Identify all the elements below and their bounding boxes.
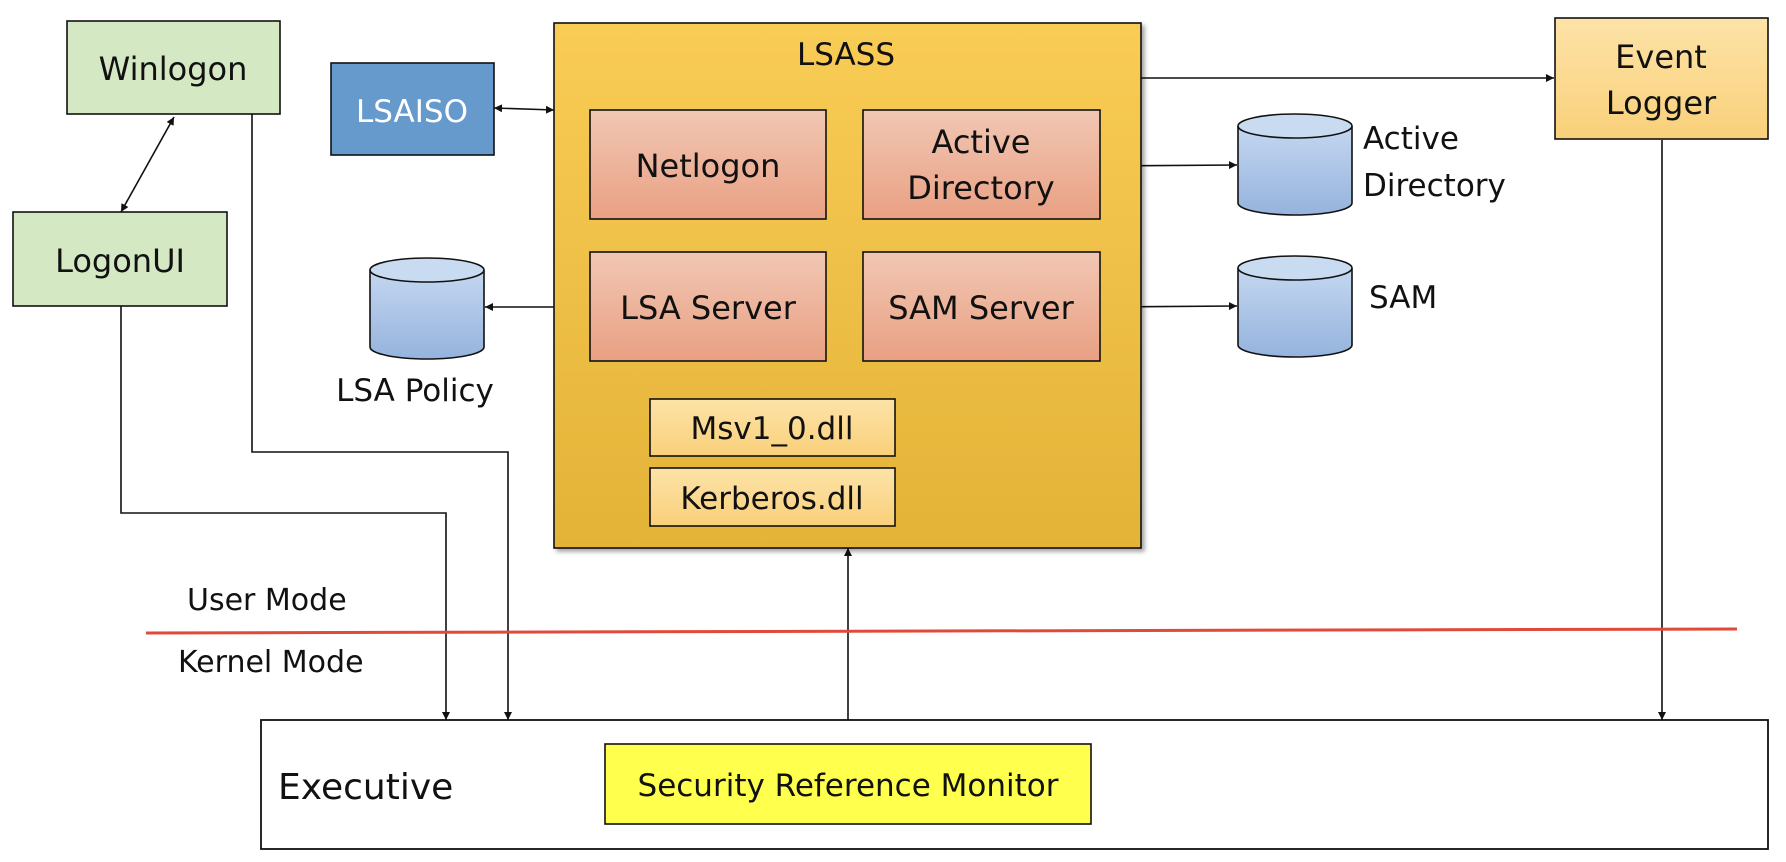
sam-server-box: SAM Server	[862, 251, 1101, 362]
security-reference-monitor-box: Security Reference Monitor	[604, 743, 1092, 825]
connector-winlogon-executive	[251, 114, 512, 720]
connector-logonui-executive	[120, 306, 450, 720]
event-logger-label-line1: Event	[1615, 38, 1707, 76]
lsaiso-label: LSAISO	[356, 94, 468, 130]
security-reference-monitor-label: Security Reference Monitor	[638, 768, 1059, 804]
lsa-policy-label: LSA Policy	[336, 373, 494, 409]
active-directory-service-box: Active Directory	[862, 109, 1101, 220]
user-kernel-divider	[145, 627, 1738, 635]
logonui-box: LogonUI	[12, 211, 228, 307]
event-logger-box: Event Logger	[1554, 17, 1769, 140]
executive-label: Executive	[278, 767, 453, 808]
active-directory-store-label-line2: Directory	[1363, 168, 1506, 204]
event-logger-label-line2: Logger	[1606, 84, 1717, 122]
kernel-mode-label: Kernel Mode	[178, 645, 364, 680]
msv1-0-dll-label: Msv1_0.dll	[691, 411, 854, 447]
logonui-label: LogonUI	[55, 242, 185, 280]
sam-store: SAM	[1237, 255, 1437, 358]
msv1-0-dll-box: Msv1_0.dll	[649, 398, 896, 457]
winlogon-label: Winlogon	[99, 50, 248, 88]
active-directory-service-label-line1: Active	[932, 123, 1031, 161]
connector-winlogon-logonui	[120, 116, 175, 213]
user-mode-label: User Mode	[187, 583, 347, 618]
lsa-server-label: LSA Server	[620, 289, 797, 327]
sam-store-label: SAM	[1369, 280, 1437, 316]
lsa-policy-store: LSA Policy	[336, 257, 494, 409]
lsass-label: LSASS	[797, 37, 895, 73]
winlogon-box: Winlogon	[66, 20, 281, 115]
active-directory-store-label-line1: Active	[1363, 121, 1459, 157]
sam-server-label: SAM Server	[888, 289, 1074, 327]
connector-lsaiso-lsass	[493, 104, 555, 114]
kerberos-dll-box: Kerberos.dll	[649, 467, 896, 527]
kerberos-dll-label: Kerberos.dll	[680, 481, 863, 517]
lsa-server-box: LSA Server	[589, 251, 827, 362]
lsaiso-box: LSAISO	[330, 62, 495, 156]
active-directory-store: Active Directory	[1237, 113, 1506, 216]
netlogon-label: Netlogon	[636, 147, 781, 185]
netlogon-box: Netlogon	[589, 109, 827, 220]
active-directory-service-label-line2: Directory	[907, 169, 1054, 207]
